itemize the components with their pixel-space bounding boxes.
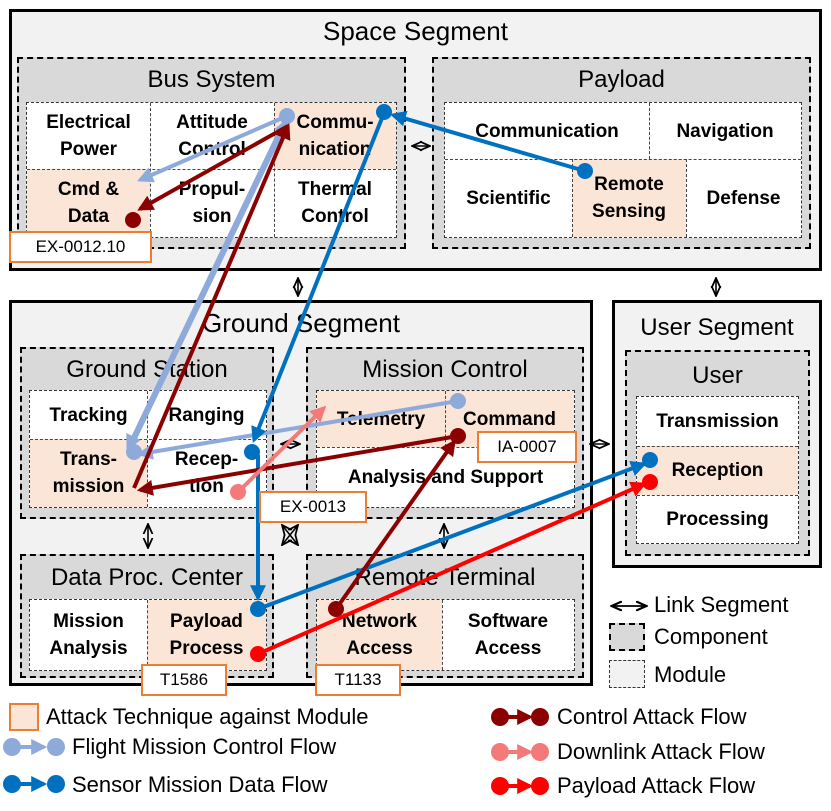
module-ranging: Ranging [168,404,245,426]
module-propulsion: Propul- sion [178,179,246,227]
user-title: User [692,362,743,389]
module-communication-bus: Commu- nication [274,103,396,169]
legend-downlink-attack-flow: Downlink Attack Flow [557,739,765,764]
module-analysis-support: Analysis and Support [347,466,544,488]
module-divider [572,159,573,237]
user-segment-title: User Segment [640,314,794,341]
legend-control-attack-flow: Control Attack Flow [557,704,747,729]
module-divider [274,103,275,237]
space-segment-title: Space Segment [322,15,508,46]
legend-module: Module [654,662,727,687]
legend-sensor-mission-data-flow: Sensor Mission Data Flow [72,772,328,797]
module-divider [445,391,446,447]
mission-control-title: Mission Control [362,356,528,383]
module-payload-process: Payload Process [147,600,266,670]
module-divider [686,159,687,237]
module-divider [147,600,148,670]
module-divider [442,600,443,670]
module-divider [445,159,801,160]
bus-system-title: Bus System [147,66,276,93]
module-processing: Processing [666,508,769,530]
module-reception-user: Reception [637,446,798,495]
module-tracking: Tracking [49,404,128,426]
payload-title: Payload [578,66,665,93]
remote-terminal-title: Remote Terminal [354,564,536,591]
legend-payload-attack-flow: Payload Attack Flow [557,773,756,798]
legend-flight-mission-control-flow: Flight Mission Control Flow [72,734,337,759]
module-navigation: Navigation [676,120,774,142]
ground-station-title: Ground Station [66,356,228,383]
module-divider [30,439,266,440]
module-mission-analysis: Mission Analysis [49,611,128,659]
module-scientific: Scientific [466,187,551,209]
module-transmission-user: Transmission [656,411,779,432]
legend-module-swatch [609,660,645,688]
technique-tag-ex-0012-10: EX-0012.10 [9,231,152,263]
technique-tag-ia-0007: IA-0007 [477,431,577,463]
module-electrical-power: Electrical Power [46,112,131,160]
link-segment-arrows [148,146,716,606]
legend-attack-technique: Attack Technique against Module [46,704,369,729]
data-proc-center-title: Data Proc. Center [50,564,244,591]
module-defense: Defense [706,187,781,209]
module-divider [637,446,798,447]
legend-link-segment: Link Segment [654,592,789,617]
technique-tag-t1586: T1586 [141,664,227,696]
module-divider [637,495,798,496]
legend-technique-swatch [9,703,39,731]
legend-component: Component [654,624,768,649]
technique-tag-ex-0013: EX-0013 [259,491,367,523]
module-software-access: Software Access [467,611,549,659]
technique-tag-t1133: T1133 [315,664,401,696]
module-divider [649,103,650,159]
legend-component-swatch [609,623,645,651]
module-communication-payload: Communication [475,120,619,142]
